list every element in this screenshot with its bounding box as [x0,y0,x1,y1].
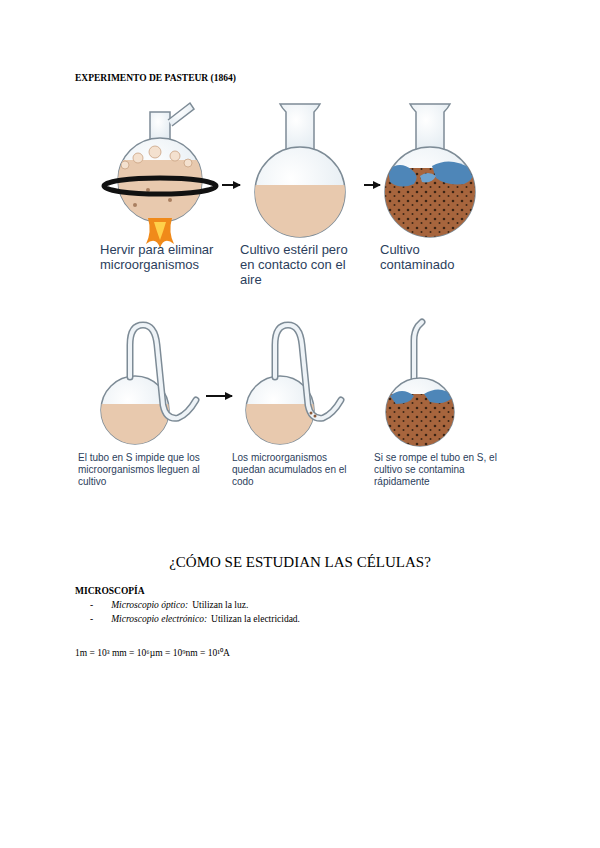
list-item-text: Utilizan la luz. [192,600,248,610]
swan-neck-flask [240,325,341,454]
list-item-text: - [90,614,93,624]
flask-panel: Cultivo contaminado [380,100,492,278]
flask-panel: Si se rompe el tubo en S, el cultivo se … [374,318,500,494]
sterile-flask [250,104,350,245]
list-item-text: Utilizan la electricidad. [211,614,300,624]
page-title: EXPERIMENTO DE PASTEUR (1864) [75,73,236,83]
flow-arrow [364,184,380,186]
flask-panel: Cultivo estéril pero en contacto con el … [240,100,364,293]
flask-caption: Si se rompe el tubo en S, el cultivo se … [374,452,500,488]
unit-equivalence: 1m = 10³ mm = 10⁶µm = 10⁹nm = 10¹⁰A [75,646,230,659]
unit-equivalence-text: 1m = 10³ mm = 10⁶µm = 10⁹nm = 10¹⁰A [75,646,230,659]
flask-caption: Los microorganismos quedan acumulados en… [232,452,352,488]
swan-neck-flask [95,325,196,454]
flow-arrow [222,184,240,186]
flask-caption: Cultivo contaminado [380,242,492,272]
list-item-text: - [90,600,93,610]
list-item: - Microscopio óptico: Utilizan la luz. [90,600,248,610]
contaminated-flask [380,104,480,248]
broken-neck-flask [380,322,460,454]
flow-arrow [206,395,232,397]
flask-caption: Cultivo estéril pero en contacto con el … [240,242,364,287]
flask-caption: Hervir para eliminar microorganismos [100,242,222,272]
section-heading-text: ¿CÓMO SE ESTUDIAN LAS CÉLULAS? [169,554,431,571]
list-item-text: Microscopio electrónico: [111,614,207,624]
section-heading: ¿CÓMO SE ESTUDIAN LAS CÉLULAS? [0,554,600,571]
list-item-text: Microscopio óptico: [111,600,188,610]
subsection-heading-text: MICROSCOPÍA [75,586,145,596]
flask-panel: Los microorganismos quedan acumulados en… [232,318,352,494]
flask-panel: El tubo en S impide que los microorganis… [78,318,206,494]
list-item: - Microscopio electrónico: Utilizan la ele… [90,614,300,624]
flask-panel: Hervir para eliminar microorganismos [100,100,222,278]
boiling-flask [104,103,216,248]
flask-caption: El tubo en S impide que los microorganis… [78,452,206,488]
subsection-heading: MICROSCOPÍA [75,586,145,596]
